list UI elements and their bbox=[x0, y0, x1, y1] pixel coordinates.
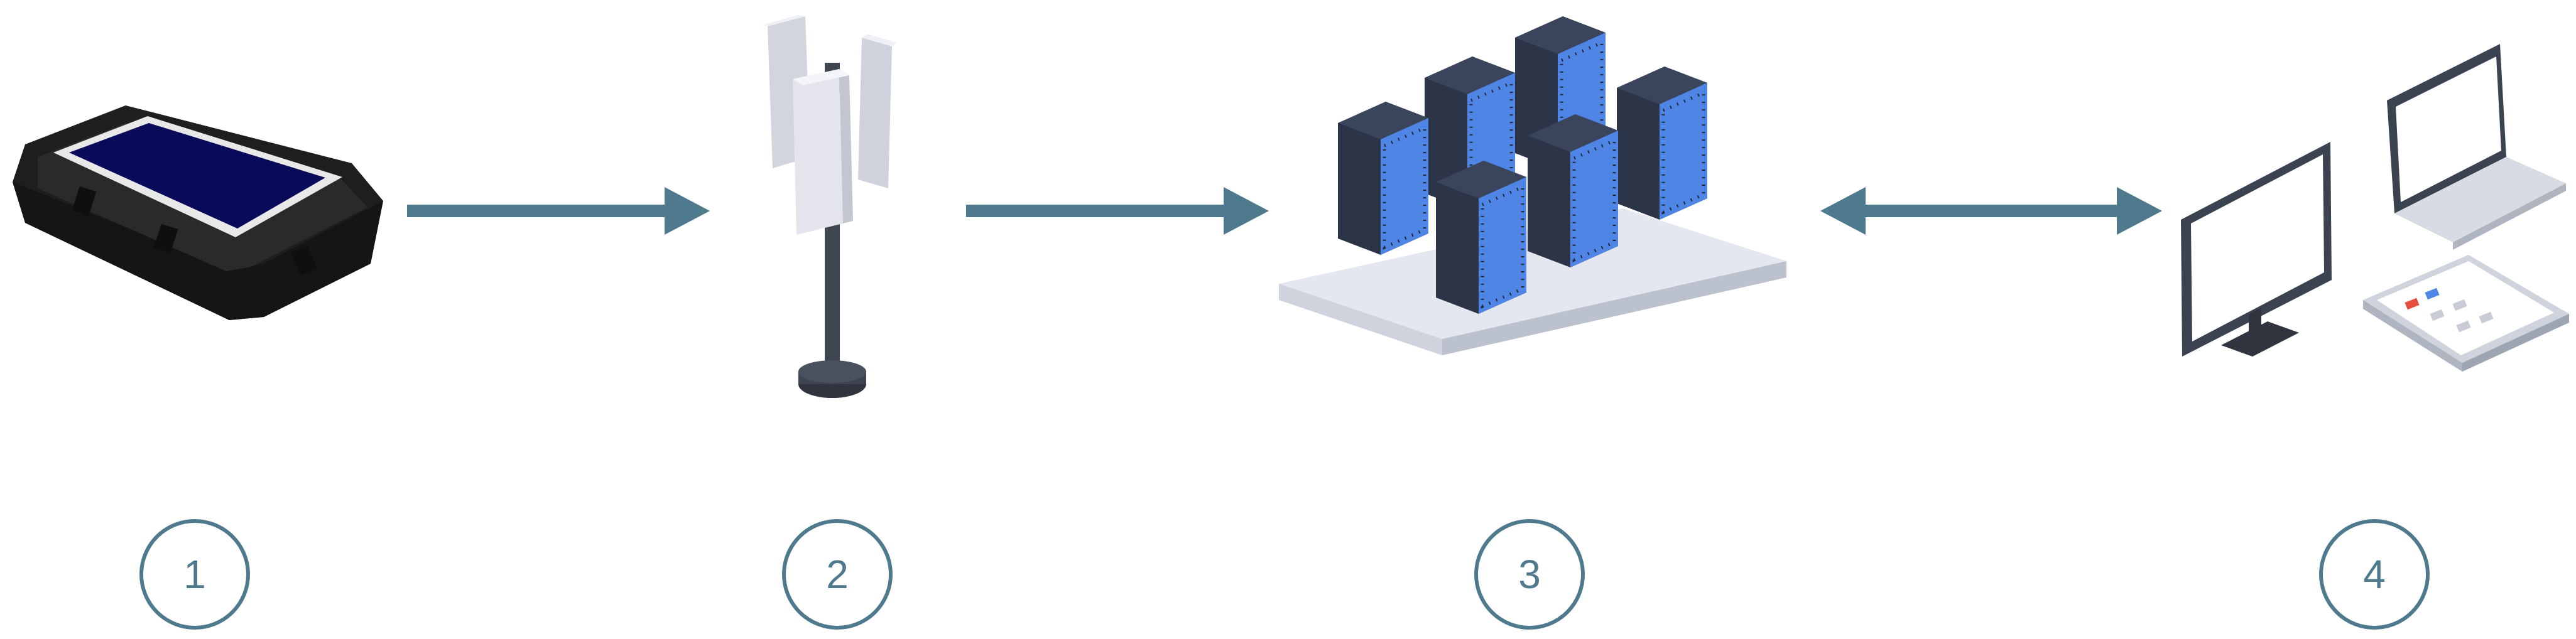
step-circle-1: 1 bbox=[139, 519, 250, 630]
arrow-1-to-2 bbox=[407, 187, 710, 235]
tablet-screen bbox=[69, 123, 325, 228]
step-number-4: 4 bbox=[2363, 552, 2386, 597]
tablet-icon bbox=[2363, 255, 2569, 372]
rugged-tablet-case-icon bbox=[13, 105, 383, 320]
client-devices-icon bbox=[2181, 44, 2569, 372]
step-number-3: 3 bbox=[1518, 552, 1541, 597]
server-rack bbox=[1338, 102, 1428, 255]
desktop-monitor-icon bbox=[2181, 142, 2332, 357]
step-circle-2: 2 bbox=[782, 519, 893, 630]
step-circle-3: 3 bbox=[1474, 519, 1585, 630]
step-number-1: 1 bbox=[183, 552, 206, 597]
arrow-2-to-3 bbox=[966, 187, 1269, 235]
arrow-3-to-4-bidirectional bbox=[1820, 187, 2162, 235]
server-rack bbox=[1436, 161, 1526, 314]
server-rack-cluster-icon bbox=[1279, 16, 1786, 355]
cell-antenna-icon bbox=[762, 15, 897, 398]
step-number-2: 2 bbox=[826, 552, 849, 597]
server-rack bbox=[1617, 67, 1707, 220]
server-rack bbox=[1528, 114, 1618, 267]
step-circle-4: 4 bbox=[2319, 519, 2430, 630]
laptop-icon bbox=[2387, 44, 2566, 250]
